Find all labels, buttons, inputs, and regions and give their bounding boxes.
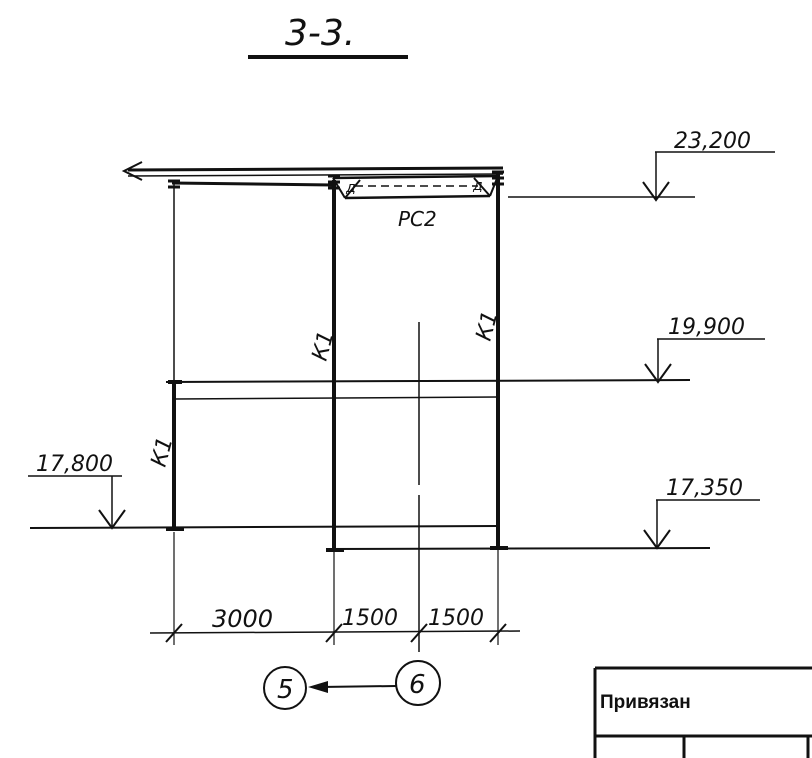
beam-19900 [165,379,691,400]
dimension-line [149,532,521,645]
dimension-1500-right: 1500 [428,606,484,631]
axis-5-label: 5 [277,675,294,705]
truss-end-right-label: д [472,178,483,194]
elevation-marker-17800 [28,475,126,530]
stamp-box [593,666,812,758]
elevation-17800: 17,800 [36,452,113,477]
axis-6-label: 6 [409,670,426,700]
roof-line [121,161,504,181]
axis-marker-5 [263,666,307,710]
elevation-marker-19900 [644,338,765,384]
left-roof-beam [171,181,334,187]
axis-arrow [308,681,397,693]
elevation-marker-23200 [508,151,775,202]
truss-label: РС2 [398,207,437,231]
floor-line-17800 [29,525,499,529]
axis-marker-6 [395,660,441,706]
elevation-23200: 23,200 [674,129,751,154]
dimension-3000: 3000 [212,605,273,633]
elevation-marker-17350 [643,499,760,550]
column-top-connections [168,170,504,190]
stamp-label: Привязан [600,692,691,713]
truss-end-left-label: д [345,180,356,196]
section-title: 3-3. [285,13,355,54]
floor-line-17350 [325,547,711,550]
elevation-19900: 19,900 [668,315,745,340]
truss-rs2 [332,174,499,200]
dimension-1500-left: 1500 [342,606,398,631]
elevation-17350: 17,350 [666,476,743,501]
